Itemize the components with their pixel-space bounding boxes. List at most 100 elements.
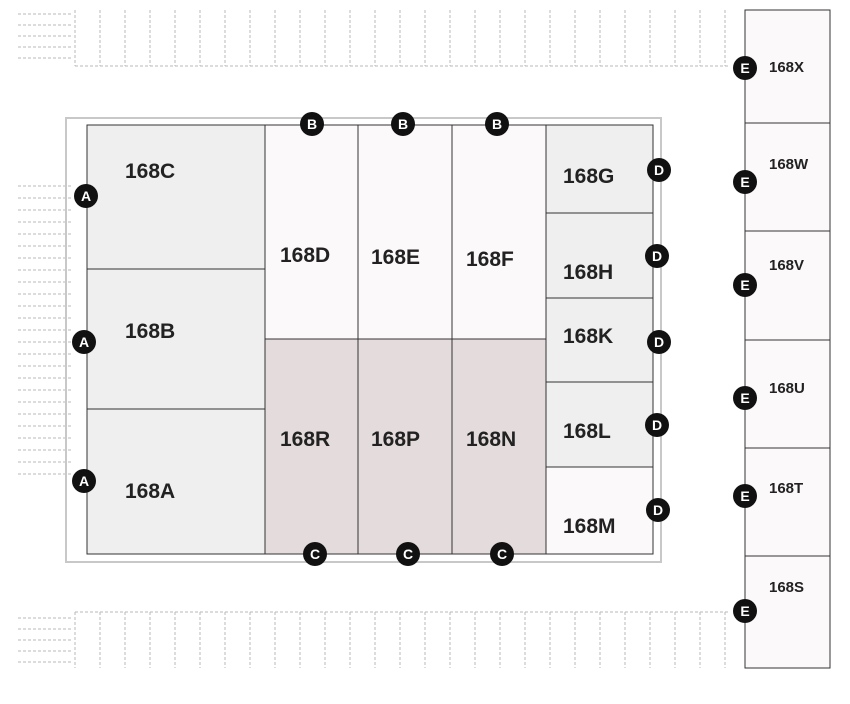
entrance-marker-e[interactable]: E [733, 170, 757, 194]
unit-168M[interactable] [545, 466, 654, 555]
unit-168H[interactable] [545, 212, 654, 299]
entrance-marker-e[interactable]: E [733, 56, 757, 80]
marker-circle [733, 170, 757, 194]
marker-circle [733, 273, 757, 297]
unit-168W[interactable] [744, 122, 831, 232]
unit-label-168R: 168R [280, 428, 330, 451]
unit-168D[interactable] [264, 124, 359, 340]
marker-label: A [79, 473, 89, 489]
unit-label-168U: 168U [769, 380, 805, 397]
marker-label: C [497, 546, 507, 562]
marker-circle [647, 158, 671, 182]
entrance-marker-d[interactable]: D [647, 158, 671, 182]
marker-circle [733, 56, 757, 80]
unit-label-168C: 168C [125, 160, 175, 183]
entrance-marker-e[interactable]: E [733, 484, 757, 508]
unit-168K[interactable] [545, 297, 654, 383]
unit-label-168P: 168P [371, 428, 420, 451]
unit-168R[interactable] [264, 338, 359, 555]
marker-label: E [740, 60, 749, 76]
entrance-marker-c[interactable]: C [396, 542, 420, 566]
entrance-marker-e[interactable]: E [733, 386, 757, 410]
marker-label: D [652, 417, 662, 433]
unit-label-168F: 168F [466, 248, 514, 271]
marker-label: E [740, 488, 749, 504]
marker-circle [485, 112, 509, 136]
entrance-marker-e[interactable]: E [733, 273, 757, 297]
marker-label: B [492, 116, 502, 132]
unit-label-168T: 168T [769, 480, 803, 497]
unit-label-168L: 168L [563, 420, 611, 443]
entrance-marker-d[interactable]: D [645, 413, 669, 437]
unit-168G[interactable] [545, 124, 654, 214]
unit-label-168E: 168E [371, 246, 420, 269]
marker-circle [490, 542, 514, 566]
marker-circle [733, 599, 757, 623]
unit-168P[interactable] [357, 338, 453, 555]
marker-label: B [398, 116, 408, 132]
unit-168C[interactable] [86, 124, 266, 270]
unit-168T[interactable] [744, 447, 831, 557]
marker-circle [300, 112, 324, 136]
unit-168L[interactable] [545, 381, 654, 468]
entrance-marker-b[interactable]: B [485, 112, 509, 136]
unit-168V[interactable] [744, 230, 831, 341]
marker-circle [303, 542, 327, 566]
marker-circle [391, 112, 415, 136]
entrance-markers: A A A B B B C C C D D D D D E E E E E E [72, 56, 757, 623]
unit-label-168B: 168B [125, 320, 175, 343]
marker-label: A [79, 334, 89, 350]
unit-label-168K: 168K [563, 325, 613, 348]
marker-label: A [81, 188, 91, 204]
parking-stalls-bottom [18, 611, 728, 668]
marker-circle [645, 413, 669, 437]
marker-circle [647, 330, 671, 354]
entrance-marker-b[interactable]: B [300, 112, 324, 136]
marker-circle [74, 184, 98, 208]
marker-circle [645, 244, 669, 268]
unit-label-168A: 168A [125, 480, 175, 503]
unit-label-168D: 168D [280, 244, 330, 267]
unit-168S[interactable] [744, 555, 831, 669]
unit-168F[interactable] [451, 124, 547, 340]
entrance-marker-b[interactable]: B [391, 112, 415, 136]
unit-label-168X: 168X [769, 59, 804, 76]
parking-stalls-left [18, 185, 72, 475]
entrance-marker-a[interactable]: A [72, 330, 96, 354]
unit-label-168W: 168W [769, 156, 809, 173]
entrance-marker-a[interactable]: A [72, 469, 96, 493]
entrance-marker-d[interactable]: D [646, 498, 670, 522]
marker-circle [396, 542, 420, 566]
marker-label: C [310, 546, 320, 562]
marker-circle [646, 498, 670, 522]
entrance-marker-c[interactable]: C [303, 542, 327, 566]
unit-168E[interactable] [357, 124, 453, 340]
entrance-marker-c[interactable]: C [490, 542, 514, 566]
unit-168N[interactable] [451, 338, 547, 555]
unit-label-168S: 168S [769, 579, 804, 596]
unit-label-168G: 168G [563, 165, 614, 188]
marker-circle [733, 386, 757, 410]
marker-label: D [653, 502, 663, 518]
marker-label: E [740, 174, 749, 190]
marker-label: D [654, 162, 664, 178]
unit-label-168N: 168N [466, 428, 516, 451]
entrance-marker-d[interactable]: D [647, 330, 671, 354]
marker-label: E [740, 390, 749, 406]
marker-circle [733, 484, 757, 508]
entrance-marker-e[interactable]: E [733, 599, 757, 623]
marker-label: C [403, 546, 413, 562]
marker-label: E [740, 603, 749, 619]
unit-168X[interactable] [744, 9, 831, 124]
unit-label-168H: 168H [563, 261, 613, 284]
marker-circle [72, 330, 96, 354]
unit-label-168M: 168M [563, 515, 616, 538]
marker-label: B [307, 116, 317, 132]
entrance-marker-d[interactable]: D [645, 244, 669, 268]
unit-label-168V: 168V [769, 257, 804, 274]
unit-168A[interactable] [86, 408, 266, 555]
entrance-marker-a[interactable]: A [74, 184, 98, 208]
unit-168B[interactable] [86, 268, 266, 410]
parking-stalls-top [18, 10, 728, 67]
